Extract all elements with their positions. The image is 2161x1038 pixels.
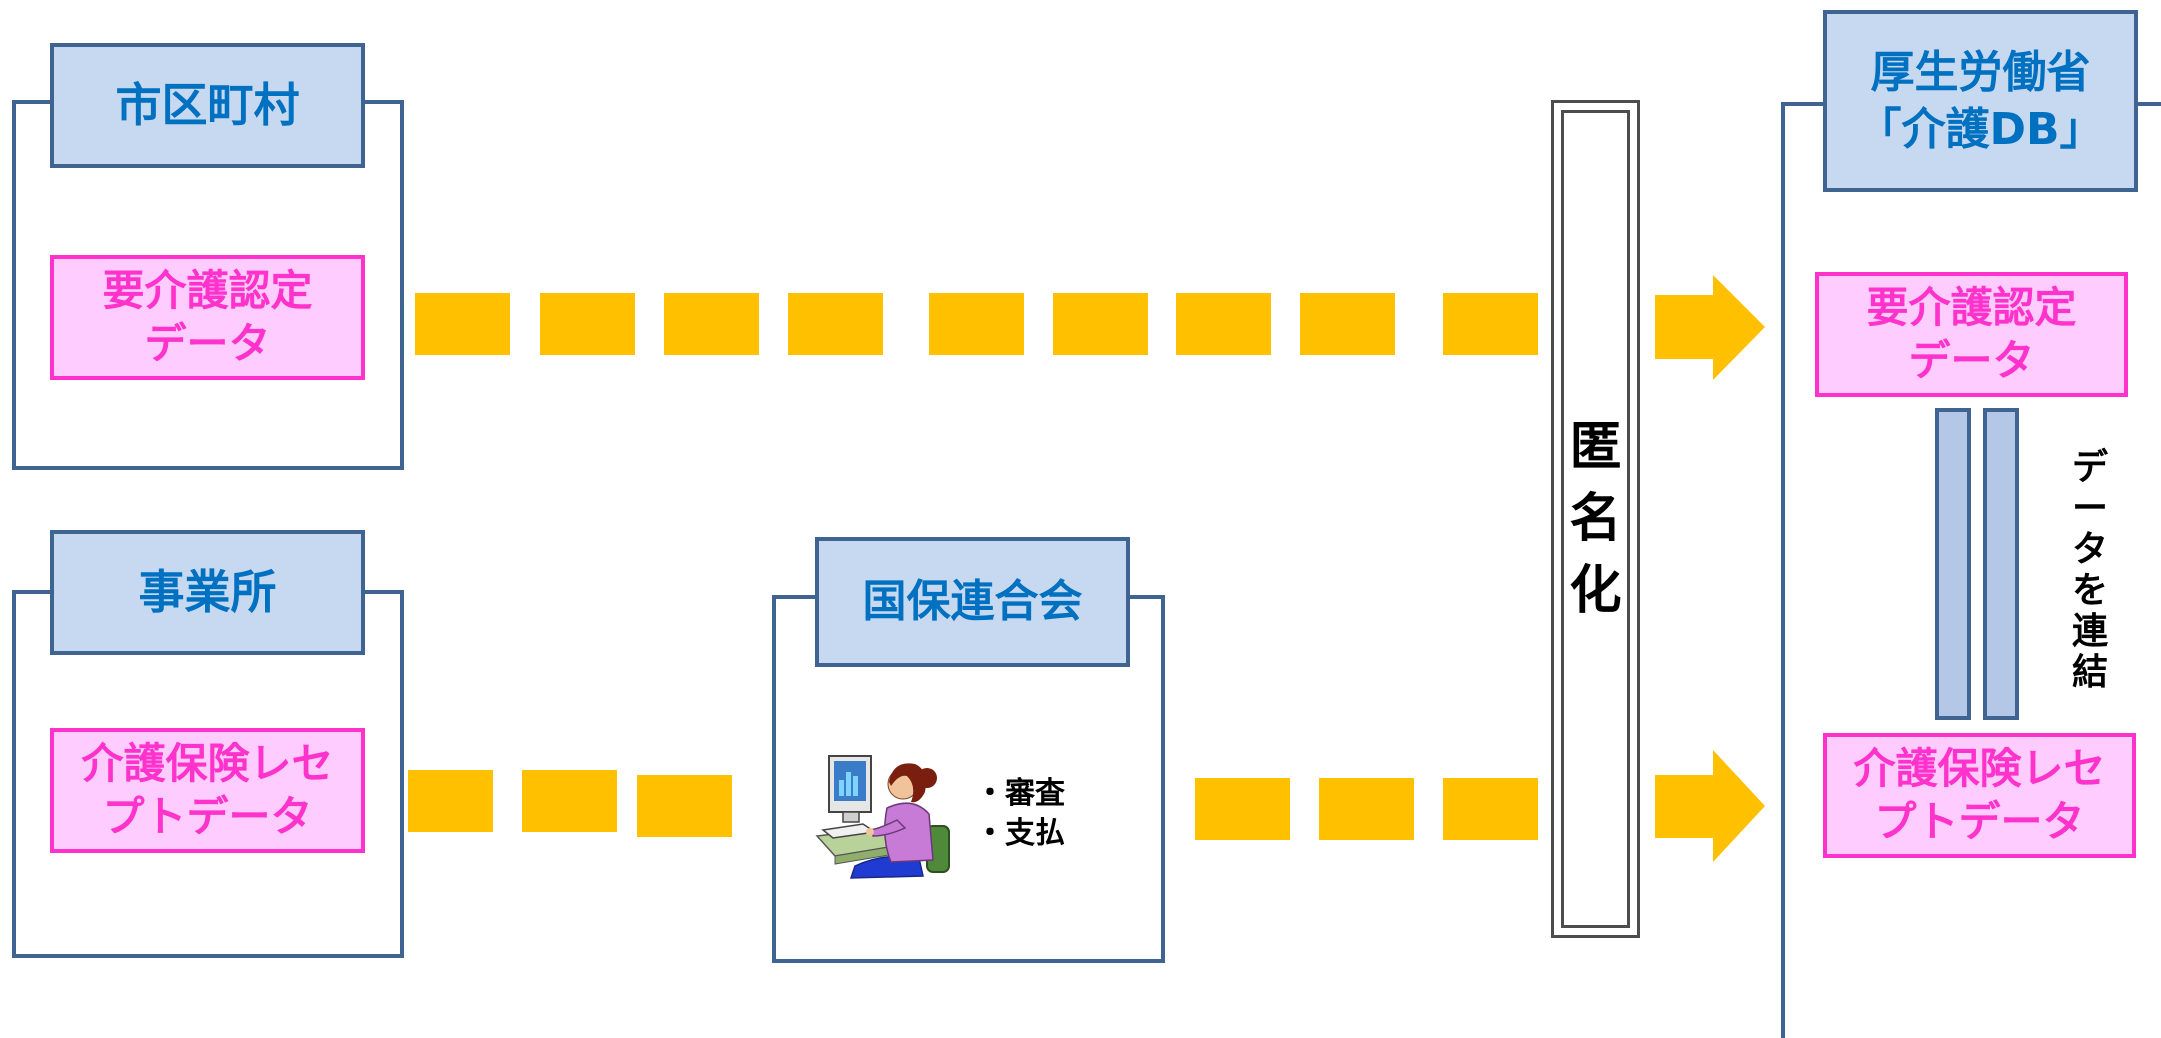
flow-dash <box>1443 778 1538 840</box>
mhlw-data1-line2: データ <box>1908 335 2035 385</box>
flow-dash <box>929 293 1024 355</box>
task-review: ・審査 <box>975 776 1065 811</box>
municipality-title: 市区町村 <box>50 43 365 168</box>
mhlw-data2-line1: 介護保険レセ <box>1853 744 2106 793</box>
office-title: 事業所 <box>50 530 365 655</box>
flow-dash <box>415 293 510 355</box>
anonymization-label: 匿 名 化 <box>1569 417 1622 621</box>
flow-dash <box>1053 293 1148 355</box>
flow-dash <box>1195 778 1290 840</box>
municipality-data-line1: 要介護認定 <box>102 266 313 315</box>
flow-dash <box>408 770 493 832</box>
mhlw-title-line1: 厚生労働省 <box>1870 46 2091 98</box>
municipality-title-text: 市区町村 <box>115 77 300 132</box>
flow-dash <box>522 770 617 832</box>
person-at-computer-icon <box>815 748 955 880</box>
flow-dash <box>1176 293 1271 355</box>
mhlw-receipt-data: 介護保険レセ プトデータ <box>1823 733 2136 858</box>
mhlw-data1-line1: 要介護認定 <box>1866 283 2077 332</box>
data-linkage-label: デ ー タ を 連 結 <box>2071 447 2108 693</box>
mhlw-title-line2: 「介護DB」 <box>1857 104 2104 155</box>
office-data-line2: プトデータ <box>102 791 313 841</box>
flow-dash <box>540 293 635 355</box>
office-receipt-data: 介護保険レセ プトデータ <box>50 728 365 853</box>
office-data-line1: 介護保険レセ <box>81 739 334 788</box>
mhlw-title: 厚生労働省 「介護DB」 <box>1823 10 2138 192</box>
office-title-text: 事業所 <box>138 564 277 619</box>
municipality-data-line2: データ <box>144 318 271 368</box>
task-payment: ・支払 <box>975 816 1065 851</box>
flow-dash <box>1319 778 1414 840</box>
flow-dash <box>664 293 759 355</box>
mhlw-frame <box>1781 102 2161 1038</box>
flow-dash <box>788 293 883 355</box>
federation-title: 国保連合会 <box>815 537 1130 667</box>
anonymization-column: 匿 名 化 <box>1551 100 1640 938</box>
municipality-care-cert-data: 要介護認定 データ <box>50 255 365 380</box>
federation-title-text: 国保連合会 <box>862 576 1083 628</box>
flow-dash <box>637 775 732 837</box>
flow-dash <box>1443 293 1538 355</box>
mhlw-data2-line2: プトデータ <box>1874 796 2085 846</box>
mhlw-care-cert-data: 要介護認定 データ <box>1815 272 2128 397</box>
federation-task-list: ・審査 ・支払 <box>975 774 1085 854</box>
arrow-to-mhlw-top <box>1655 275 1765 380</box>
link-bar-left <box>1935 408 1971 720</box>
link-bar-right <box>1983 408 2019 720</box>
flow-dash <box>1300 293 1395 355</box>
arrow-to-mhlw-bottom <box>1655 750 1765 862</box>
